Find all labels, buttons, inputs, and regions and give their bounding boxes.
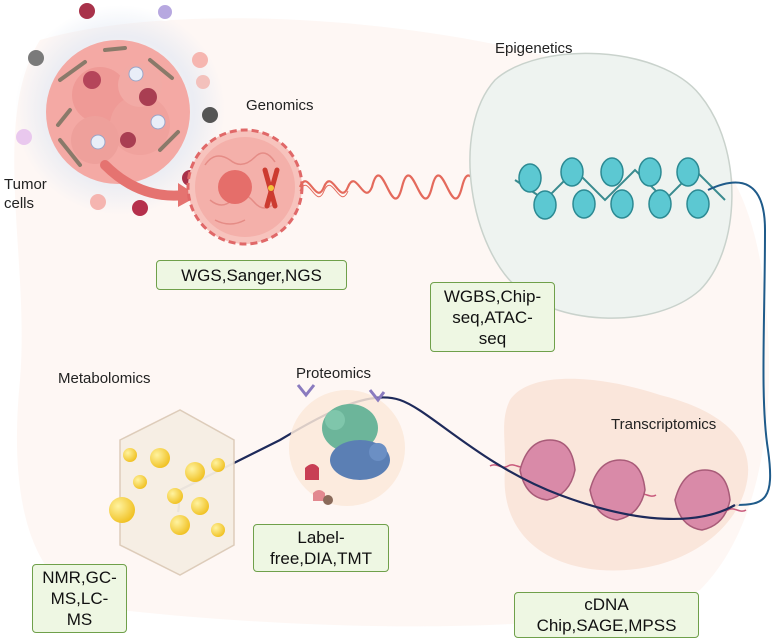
genomics-cell — [186, 128, 304, 246]
tumor-to-cell-arrow — [100, 160, 190, 201]
backbone-line-right — [707, 181, 772, 506]
nucleosomes — [518, 157, 710, 220]
tumor-cells-label: Tumor cells — [4, 176, 47, 212]
proteomics-methods-box: Label- free,DIA,TMT — [253, 524, 389, 572]
transcriptomics-methods-text: cDNA Chip,SAGE,MPSS — [536, 595, 677, 635]
protein-fragments — [296, 384, 386, 505]
epigenetics-label: Epigenetics — [495, 40, 573, 57]
epigenetics-methods-box: WGBS,Chip- seq,ATAC- seq — [430, 282, 555, 352]
metabolomics-methods-box: NMR,GC- MS,LC- MS — [32, 564, 127, 633]
transcriptomics-methods-box: cDNA Chip,SAGE,MPSS — [514, 592, 699, 638]
transcriptomics-label: Transcriptomics — [611, 416, 717, 433]
genomics-methods-text: WGS,Sanger,NGS — [181, 265, 322, 285]
metabolomics-methods-text: NMR,GC- MS,LC- MS — [42, 568, 117, 629]
protein-complex — [322, 404, 390, 480]
genomics-methods-box: WGS,Sanger,NGS — [156, 260, 347, 290]
metabolite-droplets — [109, 448, 225, 537]
epigenetics-nucleus — [469, 52, 733, 319]
tumor-mass — [15, 5, 225, 215]
ribosomes — [519, 439, 731, 531]
metabolomics-label: Metabolomics — [58, 370, 151, 387]
proteomics-methods-text: Label- free,DIA,TMT — [269, 528, 372, 568]
genomics-label: Genomics — [246, 97, 314, 114]
proteomics-label: Proteomics — [296, 365, 372, 382]
dna-coil — [298, 174, 494, 200]
epigenetics-methods-text: WGBS,Chip- seq,ATAC- seq — [443, 286, 542, 348]
